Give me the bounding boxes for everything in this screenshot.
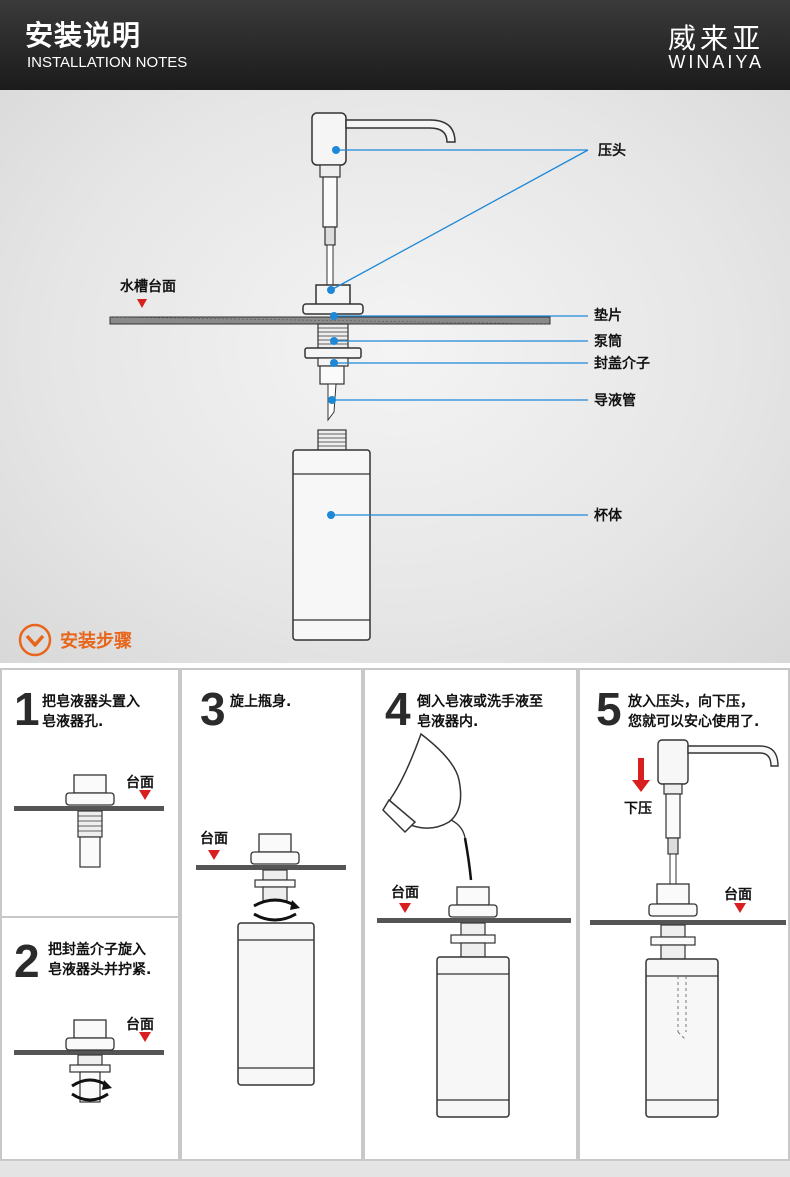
press-head-body — [311, 112, 347, 166]
brand-logo-cn: 威来亚 — [667, 22, 764, 55]
step-2-illustration — [14, 1019, 164, 1103]
step-1-illustration — [14, 774, 164, 868]
step-text-line2: 皂液器孔. — [42, 714, 104, 730]
bottle-body — [292, 449, 371, 641]
step-number: 2 — [14, 935, 40, 987]
callout-liquid-tube: 导液管 — [594, 393, 636, 409]
step-number: 1 — [14, 683, 40, 735]
counter-label: 台面 — [126, 1017, 154, 1033]
step-number: 4 — [385, 683, 411, 735]
step-text-line2: 皂液器头并拧紧. — [48, 962, 152, 978]
step-text-line1: 把封盖介子旋入 — [48, 942, 146, 958]
chevron-down-icon — [18, 623, 52, 657]
pouring-bottle — [388, 732, 462, 829]
counter-label: 台面 — [724, 887, 752, 903]
page-title: 安装说明 — [25, 19, 142, 52]
counter-label: 台面 — [391, 885, 419, 901]
step-text-line1: 放入压头，向下压， — [628, 694, 754, 710]
step-text-line2: 您就可以安心使用了. — [628, 714, 760, 730]
step-text-line1: 旋上瓶身. — [230, 694, 292, 710]
callout-bottle: 杯体 — [594, 508, 622, 524]
counter-label: 台面 — [200, 831, 228, 847]
press-down-arrow-icon — [638, 758, 644, 782]
counter-label: 台面 — [126, 775, 154, 791]
step-3-panel: 3 旋上瓶身. 台面 — [180, 668, 363, 1161]
step-4-illustration — [377, 732, 571, 1118]
callout-gasket: 垫片 — [594, 308, 622, 324]
exploded-diagram: 水槽台面 压头 垫片 泵筒 封盖介子 导液管 杯体 — [0, 90, 790, 663]
step-4-panel: 4 倒入皂液或洗手液至 皂液器内. 台面 — [363, 668, 578, 1161]
steps-heading: 安装步骤 — [60, 631, 132, 652]
callout-sealing-nut: 封盖介子 — [594, 356, 650, 372]
step-5-illustration — [590, 739, 786, 1118]
callout-press-head: 压头 — [598, 143, 626, 159]
callout-pump-tube: 泵筒 — [594, 334, 622, 350]
press-down-label: 下压 — [624, 801, 652, 817]
sealing-nut — [304, 347, 362, 359]
press-head-spout — [345, 119, 456, 143]
step-3-illustration — [196, 833, 346, 1086]
dispenser-exploded-drawing — [109, 112, 589, 641]
step-text-line1: 把皂液器头置入 — [42, 694, 140, 710]
step-number: 5 — [596, 683, 622, 735]
sink-marker-triangle — [137, 299, 147, 308]
brand-logo-en: WINAIYA — [668, 52, 764, 72]
step-text-line1: 倒入皂液或洗手液至 — [417, 694, 543, 710]
page-subtitle: INSTALLATION NOTES — [27, 54, 188, 71]
step-5-panel: 5 放入压头，向下压， 您就可以安心使用了. 下压 台面 — [578, 668, 790, 1161]
step-text-line2: 皂液器内. — [417, 714, 479, 730]
step-2-panel: 2 把封盖介子旋入 皂液器头并拧紧. 台面 — [0, 916, 180, 1161]
bottom-strip — [0, 1161, 790, 1177]
step-number: 3 — [200, 683, 226, 735]
header-banner: 安装说明 INSTALLATION NOTES 威来亚 WINAIYA — [0, 0, 790, 90]
sink-counter-label: 水槽台面 — [120, 279, 176, 295]
step-1-panel: 1 把皂液器头置入 皂液器孔. 台面 — [0, 668, 180, 918]
steps-grid: 1 把皂液器头置入 皂液器孔. 台面 2 把封盖介子旋入 皂液器头并拧紧. 台面 — [0, 663, 790, 1177]
